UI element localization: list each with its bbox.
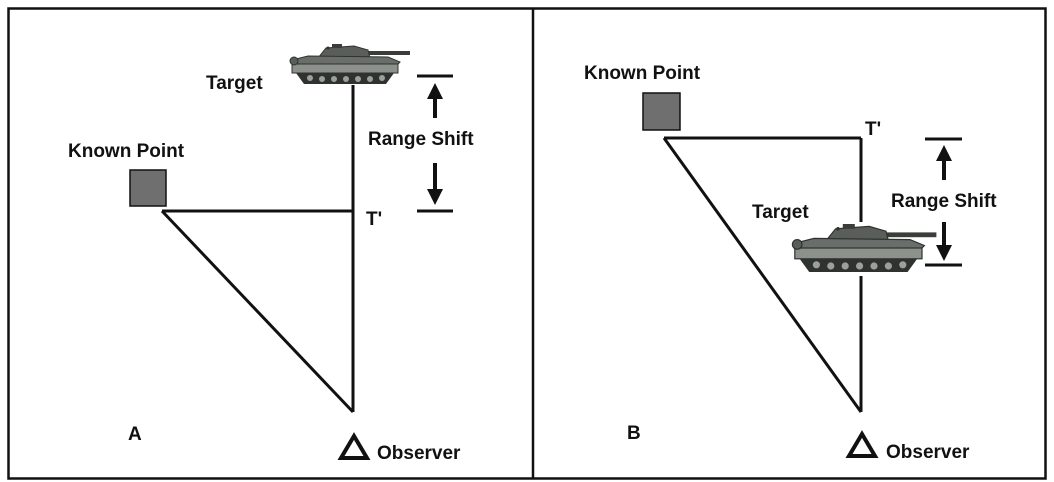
diagram-frame xyxy=(7,7,1047,480)
observer-label: Observer xyxy=(377,443,461,464)
arrow-down-icon xyxy=(427,189,443,205)
arrow-down-icon xyxy=(936,245,952,261)
observer-triangle-icon xyxy=(845,430,879,458)
known-point-label: Known Point xyxy=(584,63,701,84)
target-tank-icon xyxy=(791,223,938,273)
range-shift-label: Range Shift xyxy=(891,191,997,212)
observer-known-point-line xyxy=(662,137,863,413)
observer-label: Observer xyxy=(886,442,970,463)
observer-triangle-icon xyxy=(337,432,371,460)
t-prime-label: T' xyxy=(865,119,881,140)
panel-b: Known Point Target T' Range Shift Observ… xyxy=(584,63,997,463)
observer-known-point-line xyxy=(160,209,355,414)
panel-a: Known Point Target T' Range Shift Observ… xyxy=(68,43,474,464)
range-shift-label: Range Shift xyxy=(368,129,474,150)
target-tank-icon xyxy=(289,43,411,85)
known-point-label: Known Point xyxy=(68,141,185,162)
target-label: Target xyxy=(752,202,809,223)
known-point-marker xyxy=(642,92,681,131)
arrow-up-icon xyxy=(427,83,443,99)
panel-letter: A xyxy=(128,424,142,445)
arrow-up-icon xyxy=(936,145,952,161)
panel-letter: B xyxy=(627,423,641,444)
target-label: Target xyxy=(206,73,263,94)
known-point-marker xyxy=(129,169,167,207)
t-prime-label: T' xyxy=(366,209,382,230)
